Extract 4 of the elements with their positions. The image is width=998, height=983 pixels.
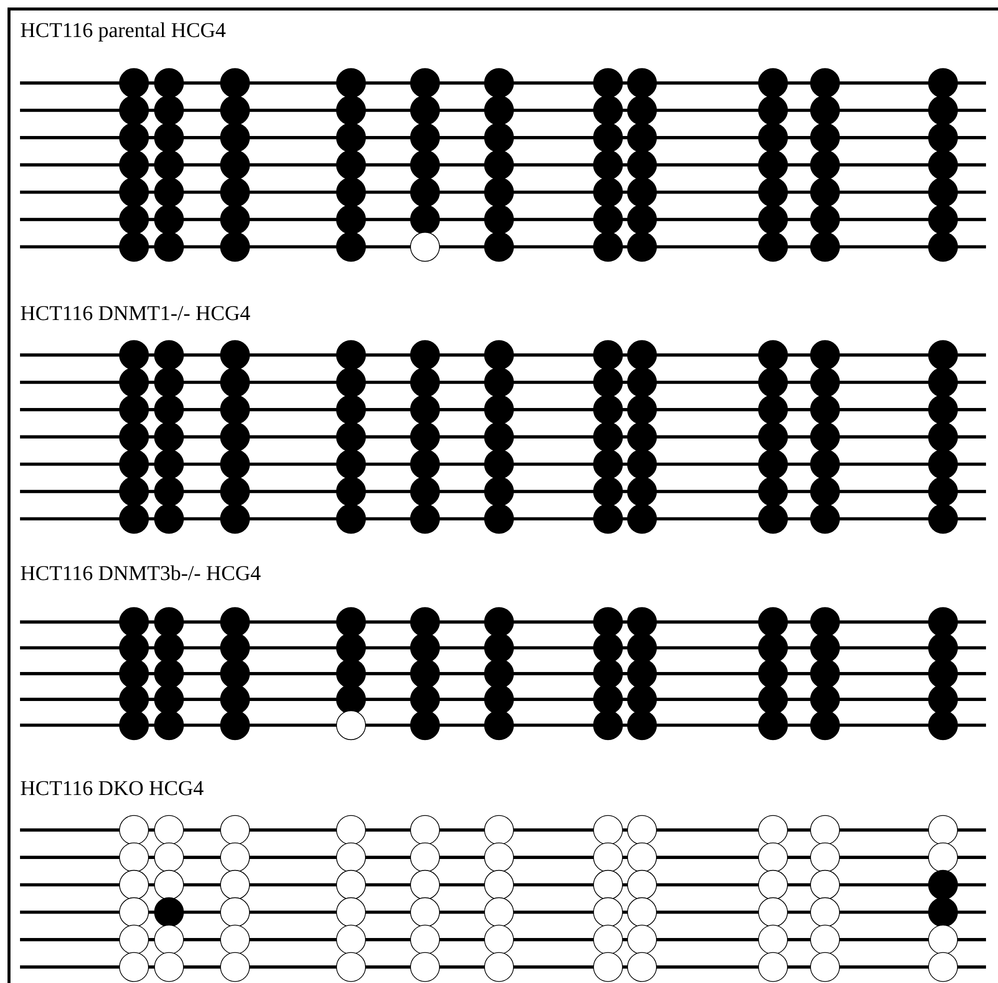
panel-title: HCT116 parental HCG4 <box>20 22 226 42</box>
panel-title: HCT116 DNMT1-/- HCG4 <box>20 306 250 320</box>
panel-title: HCT116 DNMT3b-/- HCG4 <box>20 565 261 580</box>
panel-title: HCT116 DKO HCG4 <box>20 781 204 796</box>
